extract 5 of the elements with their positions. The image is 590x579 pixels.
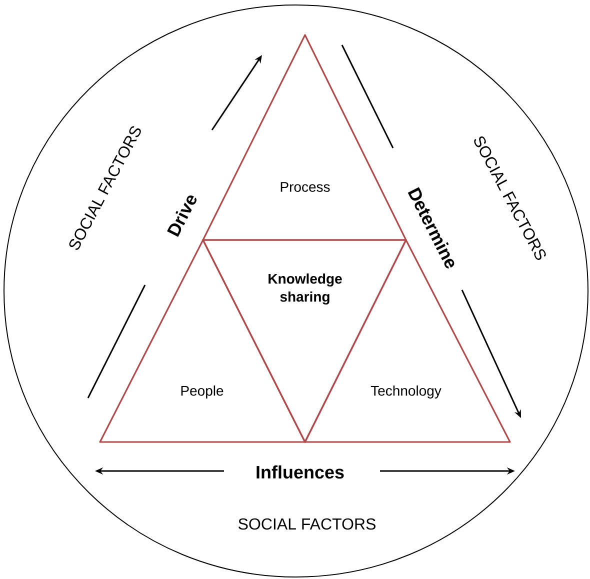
direction-label: Influences <box>256 465 344 479</box>
circle <box>4 4 588 578</box>
triangle: Process <box>202 34 407 241</box>
direction-label: Drive <box>167 196 197 237</box>
side-label: SOCIAL FACTORS <box>238 518 376 530</box>
